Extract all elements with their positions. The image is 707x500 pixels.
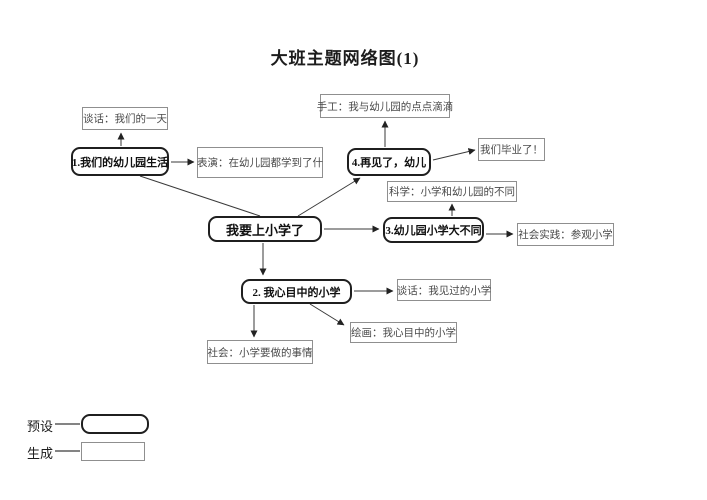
center-node-going-to-primary-school: 我要上小学了 (208, 216, 322, 242)
topic-2-school-in-my-mind: 2. 我心目中的小学 (241, 279, 352, 304)
topic-4-goodbye-kindergarten: 4.再见了，幼儿 (347, 148, 431, 176)
legend-preset-box (81, 414, 149, 434)
activity-drawing-school: 绘画：我心目中的小学 (350, 322, 457, 343)
activity-perform-learned: 表演：在幼儿园都学到了什 (197, 147, 323, 178)
activity-talk-schools-seen: 谈话：我见过的小学 (397, 279, 491, 301)
legend-generated-box (81, 442, 145, 461)
legend-preset-label: 预设 (27, 419, 54, 434)
activity-craft-memories: 手工：我与幼儿园的点点滴滴 (317, 94, 453, 118)
activity-we-graduated: 我们毕业了！ (478, 138, 545, 161)
activity-talk-our-day: 谈话：我们的一天 (82, 107, 168, 130)
activity-science-difference: 科学：小学和幼儿园的不同 (387, 181, 517, 202)
activity-social-things-to-do: 社会：小学要做的事情 (207, 340, 313, 364)
activity-practice-visit-school: 社会实践：参观小学 (517, 223, 614, 246)
legend-generated-label: 生成 (27, 446, 54, 461)
page-title: 大班主题网络图(1) (270, 49, 420, 68)
topic-1-kindergarten-life: 1.我们的幼儿园生活 (71, 147, 169, 176)
topic-3-big-difference: 3.幼儿园小学大不同 (383, 217, 484, 243)
